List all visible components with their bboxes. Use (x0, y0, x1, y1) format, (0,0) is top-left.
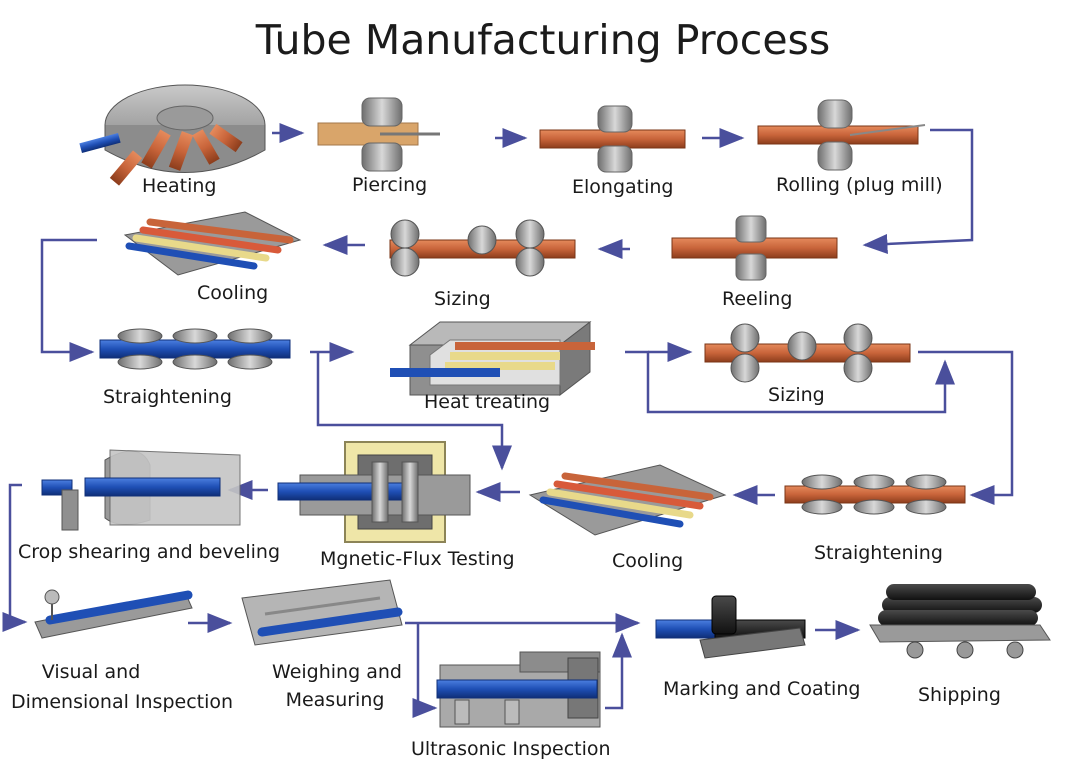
ultrasonic-tester-illustration (436, 651, 601, 728)
flow-arrow (412, 623, 438, 718)
step-label-piercing: Piercing (352, 174, 428, 196)
step-label-visual-inspection-line2: Dimensional Inspection (10, 691, 234, 713)
diagram-title: Tube Manufacturing Process (255, 16, 831, 64)
straightening-illustration (784, 474, 966, 515)
sizing-illustration (389, 219, 576, 277)
rolling-illustration (757, 99, 926, 171)
flow-arrow (2, 483, 28, 632)
step-label-reeling: Reeling (722, 288, 793, 310)
flow-arrow (605, 632, 632, 710)
step-label-crop-shearing: Crop shearing and beveling (18, 541, 281, 563)
step-label-heating: Heating (142, 175, 217, 197)
flow-arrow (862, 128, 974, 254)
step-label-elongating: Elongating (572, 176, 674, 198)
flow-arrow (918, 350, 1014, 505)
piercing-illustration (317, 97, 440, 172)
crop-shearing-illustration (41, 449, 241, 531)
cooling-bed-illustration (123, 211, 302, 276)
reeling-illustration (671, 215, 838, 281)
cooling-bed-illustration (528, 464, 727, 536)
step-label-magnetic-flux: Mgnetic-Flux Testing (320, 548, 515, 570)
step-label-cooling: Cooling (197, 282, 269, 304)
flow-arrow (316, 352, 512, 471)
heat-treating-furnace-illustration (390, 320, 595, 397)
sizing-illustration (704, 323, 911, 383)
step-label-heat-treating: Heat treating (424, 391, 551, 413)
step-label-straightening: Straightening (103, 386, 232, 408)
weighing-measuring-illustration (241, 579, 403, 646)
magnetic-flux-tester-illustration (277, 441, 471, 543)
elongating-illustration (539, 105, 686, 173)
flow-arrow (625, 350, 955, 414)
straightening-illustration (99, 328, 291, 370)
step-label-sizing: Sizing (768, 384, 825, 406)
step-label-visual-inspection-line1: Visual and (41, 661, 141, 683)
visual-inspection-illustration (34, 589, 193, 639)
flow-arrow (40, 238, 97, 362)
step-label-cooling: Cooling (612, 550, 684, 572)
step-label-rolling: Rolling (plug mill) (776, 174, 943, 196)
heating-furnace-illustration (79, 84, 266, 186)
step-label-sizing: Sizing (434, 288, 491, 310)
step-label-marking-coating: Marking and Coating (663, 678, 861, 700)
shipping-cart-illustration (869, 584, 1051, 659)
step-label-shipping: Shipping (918, 684, 1001, 706)
step-label-weighing-line2: Measuring (285, 689, 385, 711)
step-label-weighing-line1: Weighing and (272, 661, 402, 683)
step-label-ultrasonic: Ultrasonic Inspection (411, 738, 611, 760)
step-label-straightening: Straightening (814, 542, 943, 564)
marking-coating-illustration (655, 595, 806, 659)
